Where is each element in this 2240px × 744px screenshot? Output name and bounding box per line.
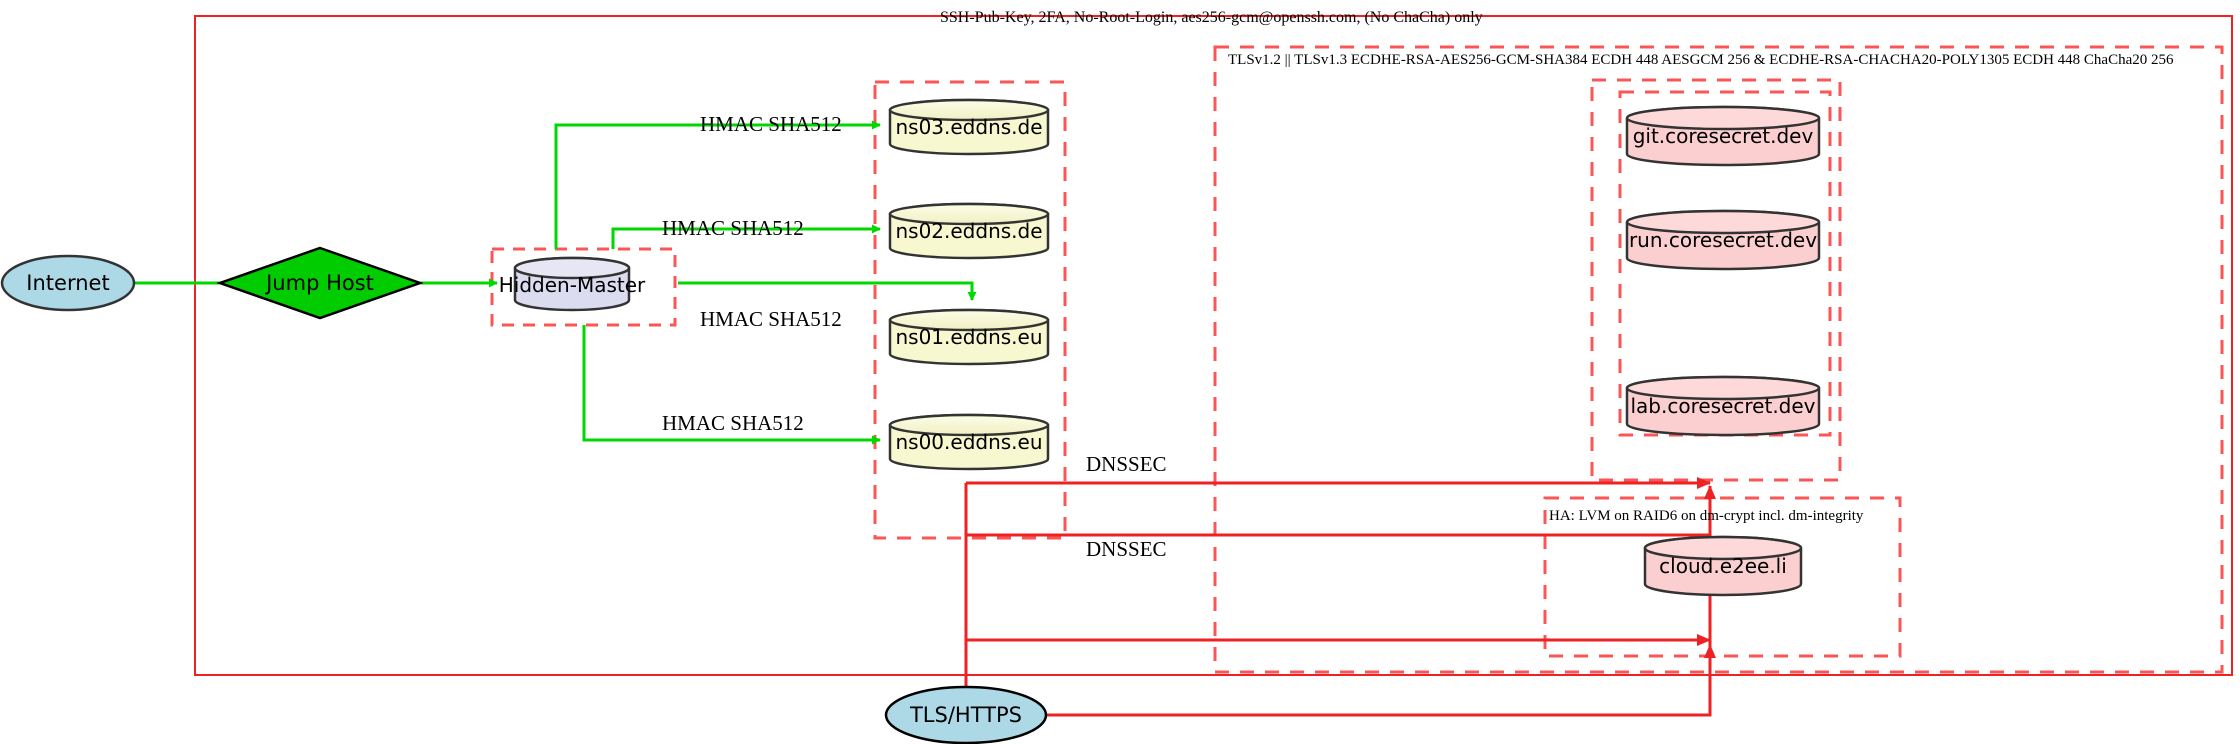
ha-boundary-box xyxy=(1543,496,1902,658)
node-label-hidden-master: Hidden-Master xyxy=(498,273,646,297)
node-label-git-coresecret: git.coresecret.dev xyxy=(1632,124,1814,148)
edge-hiddenmaster-ns03 xyxy=(554,120,881,249)
hidden-master-boundary-box xyxy=(490,247,677,327)
edge-label-hmac-ns01: HMAC SHA512 xyxy=(700,307,842,331)
node-label-ns00: ns00.eddns.eu xyxy=(895,430,1043,454)
node-lab-coresecret[interactable] xyxy=(1625,375,1821,437)
node-run-coresecret[interactable] xyxy=(1625,209,1821,271)
node-label-tls-https: TLS/HTTPS xyxy=(909,703,1022,727)
tls-boundary-box xyxy=(1213,45,2224,674)
node-label-internet: Internet xyxy=(26,271,110,295)
node-cloud-e2ee[interactable] xyxy=(1643,535,1803,597)
node-internet[interactable] xyxy=(0,254,136,312)
edge-label-dnssec-lower: DNSSEC xyxy=(1086,537,1167,561)
node-label-run-coresecret: run.coresecret.dev xyxy=(1628,228,1818,252)
node-jump-host[interactable] xyxy=(216,246,424,320)
ssh-boundary-box xyxy=(194,15,2233,676)
node-label-ns01: ns01.eddns.eu xyxy=(895,325,1043,349)
ha-zone-label: HA: LVM on RAID6 on dm-crypt incl. dm-in… xyxy=(1549,508,1864,524)
edge-tlshttps-right xyxy=(1045,644,1716,717)
node-label-ns02: ns02.eddns.de xyxy=(895,219,1043,243)
edge-label-hmac-ns03: HMAC SHA512 xyxy=(700,112,842,136)
edge-label-hmac-ns02: HMAC SHA512 xyxy=(662,216,804,240)
dns-boundary-box xyxy=(873,80,1067,540)
node-ns00[interactable] xyxy=(888,413,1050,471)
edge-hiddenmaster-ns01 xyxy=(678,281,977,301)
edge-hiddenmaster-ns00 xyxy=(582,325,881,445)
node-ns03[interactable] xyxy=(888,98,1050,156)
edge-label-dnssec-upper: DNSSEC xyxy=(1086,452,1167,476)
node-label-lab-coresecret: lab.coresecret.dev xyxy=(1630,394,1816,418)
edge-hiddenmaster-ns02 xyxy=(611,224,881,249)
edge-label-hmac-ns00: HMAC SHA512 xyxy=(662,411,804,435)
ha-inner-boundary-box xyxy=(1210,510,1540,660)
node-hidden-master[interactable] xyxy=(513,256,631,312)
tls-zone-label: TLSv1.2 || TLSv1.3 ECDHE-RSA-AES256-GCM-… xyxy=(1228,52,2174,68)
node-label-jump-host: Jump Host xyxy=(266,271,374,295)
node-ns01[interactable] xyxy=(888,308,1050,366)
node-label-cloud-e2ee: cloud.e2ee.li xyxy=(1659,554,1787,578)
node-ns02[interactable] xyxy=(888,202,1050,260)
node-git-coresecret[interactable] xyxy=(1625,105,1821,167)
node-label-ns03: ns03.eddns.de xyxy=(895,115,1043,139)
node-tls-https[interactable] xyxy=(884,685,1048,744)
ssh-zone-label: SSH-Pub-Key, 2FA, No-Root-Login, aes256-… xyxy=(940,9,1483,26)
